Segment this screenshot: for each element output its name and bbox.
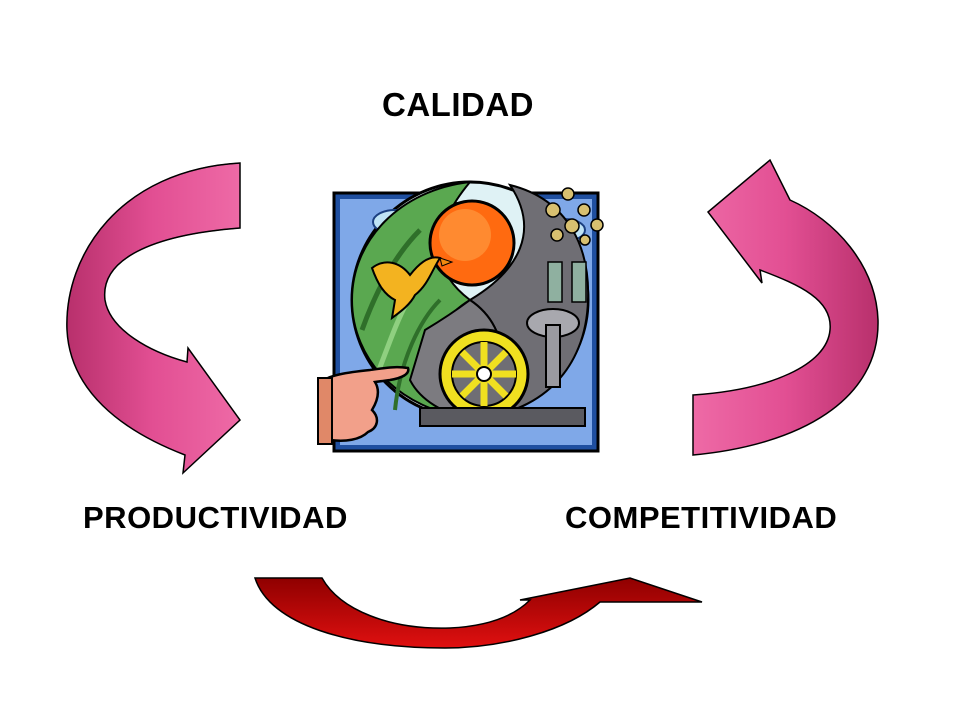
- bottom-cycle-arrow: [253, 577, 703, 649]
- sun-icon: [428, 199, 516, 287]
- label-competitividad: COMPETITIVIDAD: [565, 500, 838, 535]
- label-calidad: CALIDAD: [382, 86, 534, 123]
- right-cycle-arrow: [692, 158, 879, 456]
- industry-nature-clipart: [317, 180, 604, 453]
- left-cycle-arrow: [66, 162, 241, 475]
- bubbles-icon: [545, 187, 604, 246]
- label-productividad: PRODUCTIVIDAD: [83, 500, 348, 535]
- small-gear-icon: [526, 308, 580, 388]
- chimney-icon: [547, 261, 587, 303]
- bird-icon: [370, 256, 454, 321]
- pointing-hand-icon: [317, 365, 410, 445]
- yellow-gear-icon: [438, 328, 530, 420]
